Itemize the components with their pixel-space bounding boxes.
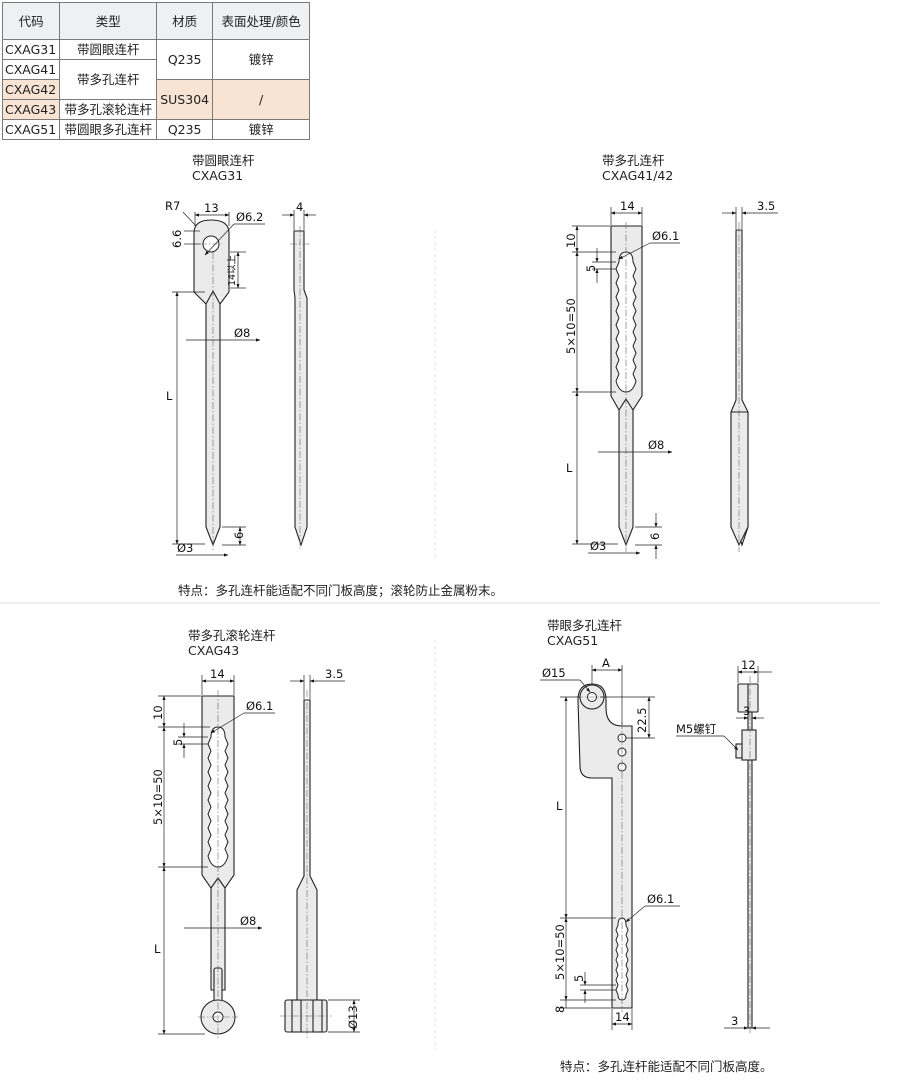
caption-name: 带眼多孔连杆 bbox=[547, 618, 623, 633]
cell-material: Q235 bbox=[156, 119, 214, 140]
dim-thickness: 3.5 bbox=[325, 667, 343, 681]
dim-spacing-bottom: 3 bbox=[731, 1014, 738, 1028]
caption-name: 带圆眼连杆 bbox=[192, 153, 255, 168]
dim-hole: Ø6.1 bbox=[652, 229, 679, 243]
dim-span: 5×10=50 bbox=[151, 769, 165, 825]
dim-length-l: L bbox=[154, 942, 161, 956]
cell-code: CXAG31 bbox=[1, 39, 61, 60]
caption-name: 带多孔滚轮连杆 bbox=[188, 628, 276, 643]
dim-rod: Ø8 bbox=[234, 326, 250, 340]
dim-hole: Ø6.2 bbox=[236, 210, 263, 224]
dim-bottom: 8 bbox=[553, 1006, 567, 1013]
cell-code: CXAG51 bbox=[1, 119, 61, 140]
table-row: CXAG42 SUS304 / bbox=[1, 79, 311, 120]
dim-eye: Ø15 bbox=[542, 666, 566, 680]
dim-pitch: 5 bbox=[572, 975, 586, 982]
caption-code: CXAG43 bbox=[188, 643, 240, 658]
cxag31-front-dims: 13 R7 Ø6.2 6.6 14以上 Ø8 L 6 Ø3 bbox=[165, 199, 265, 557]
dim-width: 14 bbox=[210, 667, 225, 681]
dim-a: A bbox=[602, 656, 610, 670]
cxag31-front-view bbox=[193, 219, 230, 552]
dim-pitch: 5 bbox=[584, 265, 598, 272]
table-row: CXAG41 带多孔连杆 bbox=[1, 59, 310, 100]
caption-cxag51: 带眼多孔连杆 CXAG51 bbox=[547, 618, 622, 648]
dim-offset: 22.5 bbox=[635, 707, 649, 733]
dim-rod: Ø8 bbox=[240, 914, 256, 928]
dim-top: 10 bbox=[564, 233, 578, 248]
caption-name: 带多孔连杆 bbox=[602, 153, 665, 168]
dim-width: 14 bbox=[615, 1010, 630, 1024]
dim-span: 5×10=50 bbox=[553, 924, 567, 980]
dim-length-min: 14以上 bbox=[227, 254, 238, 286]
dim-thickness: 4 bbox=[296, 200, 303, 214]
caption-code: CXAG31 bbox=[192, 168, 244, 183]
dim-length-l: L bbox=[556, 799, 563, 813]
dim-offset: 6.6 bbox=[170, 230, 184, 248]
cell-type: 带圆眼多孔连杆 bbox=[59, 119, 158, 140]
dim-width: 13 bbox=[204, 201, 219, 215]
dim-width: 14 bbox=[620, 199, 635, 213]
caption-code: CXAG51 bbox=[547, 633, 599, 648]
cxag31-side-dims: 4 bbox=[282, 200, 316, 230]
cell-material: SUS304 bbox=[156, 79, 214, 120]
cxag41-42-front-view bbox=[610, 222, 643, 552]
cell-type: 带多孔连杆 bbox=[59, 59, 158, 100]
dim-hole: Ø6.1 bbox=[647, 892, 674, 906]
dim-tip-dia: Ø3 bbox=[590, 539, 606, 553]
dim-length-l: L bbox=[166, 389, 173, 403]
table-header-row: 代码 类型 材质 表面处理/颜色 bbox=[1, 2, 311, 40]
caption-code: CXAG41/42 bbox=[602, 168, 674, 183]
col-header-code: 代码 bbox=[1, 2, 61, 40]
feature-note-bottom: 特点：多孔连杆能适配不同门板高度。 bbox=[560, 1059, 773, 1074]
cxag41-42-front-dims: 14 Ø6.1 10 5 5×10=50 Ø8 L 6 Ø3 bbox=[564, 199, 680, 559]
dim-radius: R7 bbox=[165, 199, 180, 213]
dim-roller: Ø13 bbox=[346, 1005, 360, 1029]
cxag51-side-view bbox=[735, 676, 759, 1034]
dim-spacing-top: 3 bbox=[743, 704, 750, 718]
cxag41-42-side-dims: 3.5 bbox=[722, 199, 778, 229]
cxag51-side-dims: 12 3 M5螺钉 3 bbox=[676, 658, 772, 1030]
cxag43-side-view bbox=[280, 690, 332, 1040]
dim-pitch: 5 bbox=[171, 739, 185, 746]
cell-type: 带圆眼连杆 bbox=[59, 39, 158, 60]
cell-finish: 镀锌 bbox=[212, 119, 311, 140]
table-row: CXAG31 带圆眼连杆 Q235 镀锌 bbox=[1, 39, 311, 80]
col-header-finish: 表面处理/颜色 bbox=[212, 2, 311, 40]
col-header-type: 类型 bbox=[59, 2, 158, 40]
cxag31-side-view bbox=[290, 226, 310, 550]
dim-span: 5×10=50 bbox=[564, 298, 578, 354]
cxag43-front-dims: 14 Ø6.1 10 5 5×10=50 Ø8 L bbox=[151, 667, 275, 1035]
feature-note-top: 特点：多孔连杆能适配不同门板高度；滚轮防止金属粉末。 bbox=[178, 583, 504, 598]
cell-finish: / bbox=[212, 79, 311, 120]
cell-code: CXAG41 bbox=[1, 59, 61, 80]
spec-table: 代码 类型 材质 表面处理/颜色 CXAG31 带圆眼连杆 Q235 镀锌 CX… bbox=[1, 2, 311, 140]
dim-thickness: 12 bbox=[741, 658, 756, 672]
dim-tip-dia: Ø3 bbox=[177, 541, 193, 555]
cell-code: CXAG42 bbox=[1, 79, 61, 100]
dim-rod: Ø8 bbox=[648, 438, 664, 452]
dim-hole: Ø6.1 bbox=[246, 699, 273, 713]
caption-cxag31: 带圆眼连杆 CXAG31 bbox=[192, 153, 255, 183]
dim-top: 10 bbox=[151, 705, 165, 720]
cxag43-front-view bbox=[198, 690, 238, 1040]
table-row: CXAG51 带圆眼多孔连杆 Q235 镀锌 bbox=[1, 119, 311, 140]
dim-tip: 6 bbox=[232, 532, 246, 539]
cxag51-front-view bbox=[576, 683, 633, 1012]
cxag51-front-dims: Ø15 A 22.5 L Ø6.1 5×10=50 5 8 14 bbox=[540, 656, 680, 1030]
dim-tip: 6 bbox=[648, 533, 662, 540]
cxag43-side-dims: 3.5 Ø13 bbox=[290, 667, 360, 1033]
cxag41-42-side-view bbox=[730, 222, 749, 552]
caption-cxag41-42: 带多孔连杆 CXAG41/42 bbox=[602, 153, 673, 183]
caption-cxag43: 带多孔滚轮连杆 CXAG43 bbox=[188, 628, 276, 658]
screw-label: M5螺钉 bbox=[676, 722, 717, 736]
dim-length-l: L bbox=[566, 461, 573, 475]
dim-thickness: 3.5 bbox=[757, 199, 775, 213]
